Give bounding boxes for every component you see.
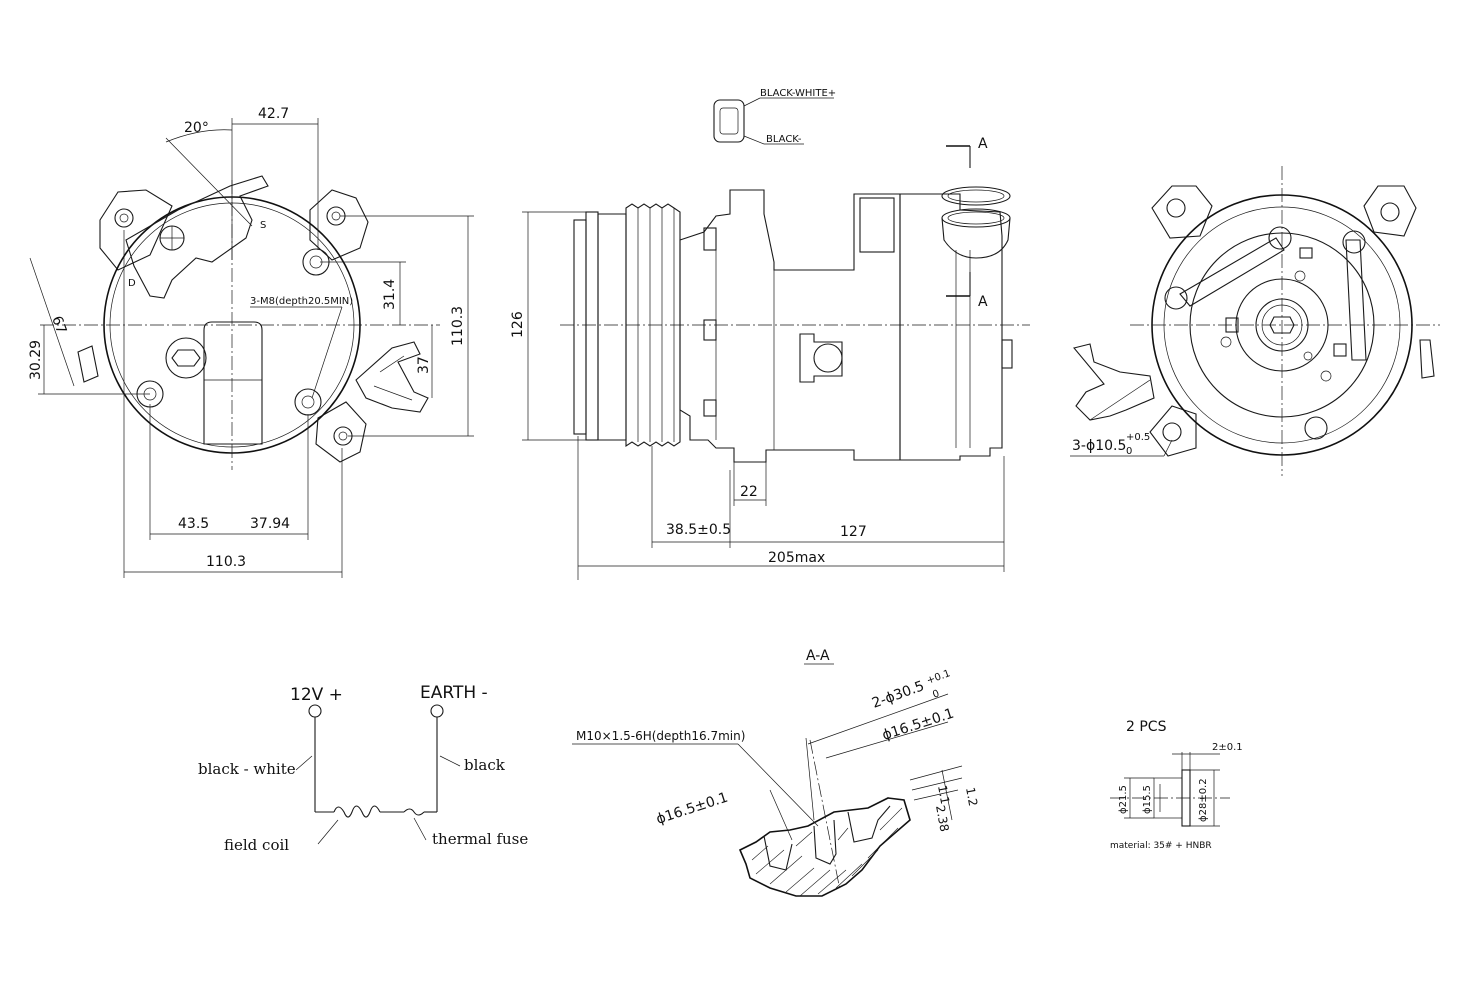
dim-38-5: 38.5±0.5 xyxy=(666,522,731,538)
dim-37-94: 37.94 xyxy=(250,516,290,532)
terminal-negative xyxy=(430,704,444,718)
port-d-label: D xyxy=(128,278,136,289)
dim-110-3-vertical: 110.3 xyxy=(450,306,466,346)
rib-boss xyxy=(203,321,263,445)
seal-quantity: 2 PCS xyxy=(1126,719,1167,735)
seal-detail: 2 PCS 2±0.1 ϕ21.5 ϕ15.5 ϕ28±0.2 material… xyxy=(1110,719,1243,851)
dim-126: 126 xyxy=(510,311,526,338)
wire-black: black xyxy=(464,756,506,774)
rear-head xyxy=(899,193,1003,461)
pulley-grooves xyxy=(625,203,681,448)
fitting-upper xyxy=(941,186,1011,206)
section-a-bottom-label: A xyxy=(978,294,988,310)
dim-67: 67 xyxy=(48,314,69,336)
pulley-hub xyxy=(597,213,627,441)
dia-16-5-left: ϕ16.5±0.1 xyxy=(654,790,730,828)
rear-view: 3-ϕ10.5 +0.5 0 xyxy=(1070,166,1440,476)
wiring-diagram: 12V + EARTH - black - white black field … xyxy=(198,683,528,854)
seal-material: material: 35# + HNBR xyxy=(1110,841,1212,851)
section-tapped-hole xyxy=(813,819,837,865)
mount-ear-top-right xyxy=(309,189,369,261)
relief-valve xyxy=(77,345,99,383)
field-coil-label: field coil xyxy=(224,836,289,854)
label-earth-minus: EARTH - xyxy=(420,683,488,703)
section-body xyxy=(738,797,911,897)
rear-holes-tol-upper: +0.5 xyxy=(1126,432,1150,443)
connector-black-minus: BLACK- xyxy=(766,134,802,145)
dim-31-4: 31.4 xyxy=(382,279,398,310)
ear-hole-top-left xyxy=(114,208,134,228)
seal-dia-28: ϕ28±0.2 xyxy=(1198,778,1209,822)
side-view: BLACK-WHITE+ BLACK- xyxy=(510,88,1030,580)
rear-holes-tol-lower: 0 xyxy=(1126,446,1132,457)
dim-43-5: 43.5 xyxy=(178,516,209,532)
port-manifold xyxy=(125,175,269,299)
mount-ear-top-left xyxy=(99,189,173,271)
rear-ear-top-right xyxy=(1363,185,1417,237)
dim-30-29: 30.29 xyxy=(28,340,44,380)
rear-ear-top-left xyxy=(1151,185,1213,239)
rear-ear-bottom-left xyxy=(1149,405,1197,457)
dim-2-38: 2.38 xyxy=(933,804,951,833)
dia-16-5-right: ϕ16.5±0.1 xyxy=(880,706,956,744)
clutch-plate xyxy=(573,219,587,435)
dim-42-7: 42.7 xyxy=(258,106,289,122)
dim-127: 127 xyxy=(840,524,867,540)
dim-1-1: 1.1 xyxy=(935,784,952,805)
dim-110-3-horizontal: 110.3 xyxy=(206,554,246,570)
electrical-connector xyxy=(355,341,429,413)
dim-205-max: 205max xyxy=(768,550,825,566)
dia-30-5-tol-lower: 0 xyxy=(931,688,941,701)
thermal-fuse-label: thermal fuse xyxy=(432,830,528,848)
section-a-top-label: A xyxy=(978,136,988,152)
label-12v-plus: 12V + xyxy=(290,685,343,705)
side-boss xyxy=(799,333,843,383)
field-coil-symbol xyxy=(333,805,381,818)
tapped-hole-lower xyxy=(294,388,322,416)
dia-30-5-tol-upper: +0.1 xyxy=(925,668,952,687)
port-s-label: S xyxy=(260,220,266,231)
dim-22: 22 xyxy=(740,484,758,500)
seal-thickness: 2±0.1 xyxy=(1212,742,1243,753)
control-valve xyxy=(165,337,207,379)
dim-1-2: 1.2 xyxy=(963,786,980,807)
rear-bracket-right xyxy=(1345,239,1367,361)
seal-dia-21-5: ϕ21.5 xyxy=(1118,785,1129,814)
note-3-m8: 3-M8(depth20.5MIN) xyxy=(250,296,353,307)
dia-30-5: 2-ϕ30.5 xyxy=(870,678,927,712)
terminal-positive xyxy=(308,704,322,718)
rear-holes-note: 3-ϕ10.5 xyxy=(1072,438,1126,454)
seal-dia-15-5: ϕ15.5 xyxy=(1142,785,1153,814)
rear-connector xyxy=(1073,343,1155,421)
front-view: D S 42.7 20° 31.4 110.3 xyxy=(28,106,474,578)
connector-plug xyxy=(713,99,745,143)
front-housing xyxy=(679,189,901,463)
connector-black-white-plus: BLACK-WHITE+ xyxy=(760,88,836,99)
section-a-a: A-A M10×1.5-6H(depth16.7min) xyxy=(572,648,980,897)
section-aa-title: A-A xyxy=(806,648,830,664)
section-hatching xyxy=(751,807,903,897)
thread-note: M10×1.5-6H(depth16.7min) xyxy=(576,729,745,743)
wire-black-white: black - white xyxy=(198,760,296,778)
dim-20-degree: 20° xyxy=(184,120,209,136)
rear-relief-valve xyxy=(1419,339,1435,379)
thermal-fuse-symbol xyxy=(403,808,425,816)
mount-ear-bottom-right xyxy=(315,401,367,463)
dim-37: 37 xyxy=(416,356,432,374)
